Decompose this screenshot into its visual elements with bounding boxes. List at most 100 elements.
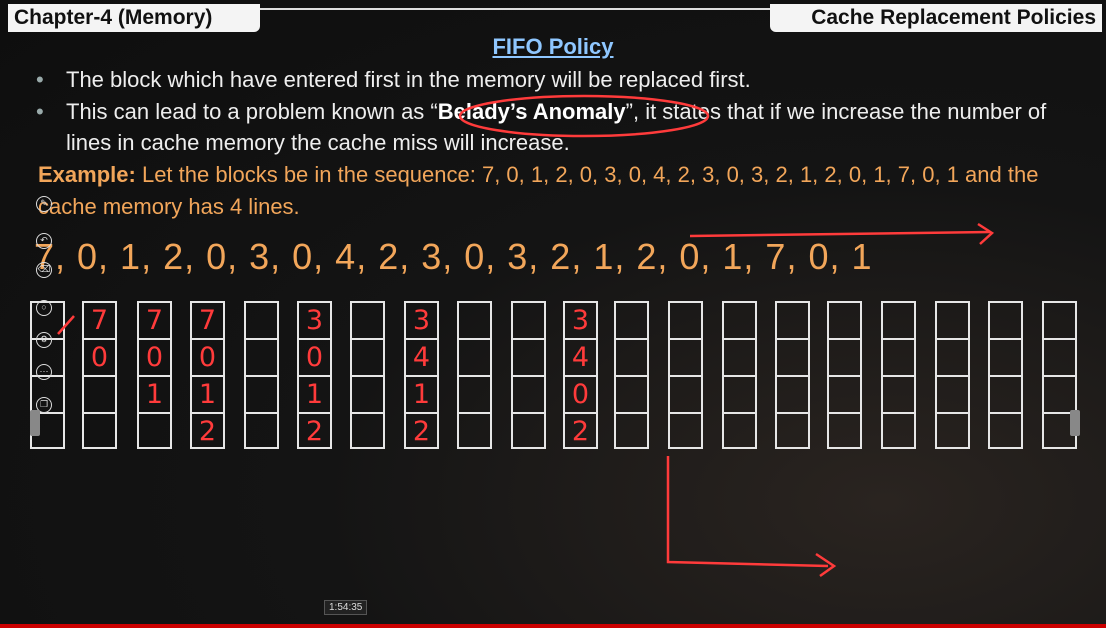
- cache-line-cell: 2: [571, 416, 590, 447]
- right-panel-tab[interactable]: [1070, 410, 1080, 436]
- topic-title: Cache Replacement Policies: [770, 4, 1102, 32]
- cache-line-cell: 0: [299, 340, 330, 377]
- cache-column: [457, 301, 492, 449]
- bullet-dot-icon: •: [36, 99, 44, 124]
- sequence-arrow-head: [977, 222, 995, 245]
- cache-line-cell: [84, 377, 115, 414]
- cache-line-cell: [32, 377, 63, 414]
- cache-line-cell: 3: [406, 303, 437, 340]
- cache-line-cell: [513, 303, 544, 340]
- cache-line-cell: 7: [139, 303, 170, 340]
- cache-column: [668, 301, 703, 449]
- example-text: Let the blocks be in the sequence: 7, 0,…: [38, 162, 1039, 219]
- example-paragraph: Example: Let the blocks be in the sequen…: [38, 159, 1088, 223]
- cache-column: [1042, 301, 1077, 449]
- cache-line-cell: 2: [412, 416, 431, 447]
- bullet-text: This can lead to a problem known as “Bel…: [66, 96, 1076, 158]
- cache-line-cell: 3: [299, 303, 330, 340]
- cache-line-cell: [937, 340, 968, 377]
- cache-line-cell: [616, 303, 647, 340]
- cache-line-cell: 4: [406, 340, 437, 377]
- undo-icon[interactable]: ↶: [36, 233, 52, 249]
- cache-line-cell: [352, 340, 383, 377]
- bullet-dot-icon: •: [36, 67, 44, 92]
- cache-column: [881, 301, 916, 449]
- cache-line-cell: [459, 377, 490, 414]
- cache-column: [244, 301, 279, 449]
- cache-line-cell: [777, 377, 808, 414]
- cache-line-cell: [670, 340, 701, 377]
- cache-column: [935, 301, 970, 449]
- chapter-title: Chapter-4 (Memory): [8, 4, 260, 32]
- cache-column: [827, 301, 862, 449]
- cache-line-cell: 1: [192, 377, 223, 414]
- bullet-post: ”, it states that if we increase the num…: [66, 99, 1047, 155]
- cache-line-cell: [990, 303, 1021, 340]
- start-tick-mark: [57, 315, 75, 335]
- cache-line-cell: [352, 377, 383, 414]
- copy-icon[interactable]: ❐: [36, 397, 52, 413]
- cache-column: [722, 301, 757, 449]
- progress-fill: [0, 624, 1106, 628]
- seek-timestamp: 1:54:35: [324, 600, 368, 615]
- cache-line-cell: [1044, 340, 1075, 377]
- cache-line-cell: 4: [565, 340, 596, 377]
- cache-line-cell: [1044, 303, 1075, 340]
- belady-circle-mark: [458, 94, 710, 138]
- bracket-arrow-head: [815, 552, 837, 578]
- cache-line-cell: 1: [406, 377, 437, 414]
- cache-line-cell: [724, 340, 755, 377]
- cache-line-cell: [883, 377, 914, 414]
- cache-line-cell: [829, 340, 860, 377]
- cache-line-cell: [990, 340, 1021, 377]
- cache-line-cell: 1: [139, 377, 170, 414]
- cache-line-cell: [990, 377, 1021, 414]
- progress-bar[interactable]: [0, 624, 1106, 628]
- eraser-icon[interactable]: ⌫: [36, 262, 52, 278]
- cache-line-cell: [246, 303, 277, 340]
- cache-column: [350, 301, 385, 449]
- cache-line-cell: 0: [84, 340, 115, 377]
- more-icon[interactable]: ⋯: [36, 364, 52, 380]
- belady-anomaly-term: Belady’s Anomaly: [437, 99, 626, 124]
- cache-column: [614, 301, 649, 449]
- bullet-text: The block which have entered first in th…: [66, 67, 751, 92]
- cache-line-cell: [616, 377, 647, 414]
- settings-icon[interactable]: ⚙: [36, 332, 52, 348]
- cache-line-cell: [724, 303, 755, 340]
- cache-line-cell: [670, 303, 701, 340]
- cache-line-cell: 7: [84, 303, 115, 340]
- cache-line-cell: [724, 377, 755, 414]
- left-panel-tab[interactable]: [30, 410, 40, 436]
- cache-line-cell: [1044, 377, 1075, 414]
- cache-line-cell: 2: [305, 416, 324, 447]
- shape-icon[interactable]: ○: [36, 300, 52, 316]
- cache-column: [511, 301, 546, 449]
- cache-line-cell: [883, 340, 914, 377]
- pen-tool-icon[interactable]: ✎: [36, 196, 52, 212]
- cache-line-cell: 2: [198, 416, 217, 447]
- cache-column: [775, 301, 810, 449]
- cache-line-cell: 3: [565, 303, 596, 340]
- cache-line-cell: [883, 303, 914, 340]
- cache-line-cell: [616, 340, 647, 377]
- cache-line-cell: 0: [565, 377, 596, 414]
- cache-line-cell: 1: [299, 377, 330, 414]
- cache-line-cell: [513, 340, 544, 377]
- cache-line-cell: [777, 340, 808, 377]
- cache-line-cell: [459, 303, 490, 340]
- cache-line-cell: [937, 377, 968, 414]
- cache-line-cell: [459, 340, 490, 377]
- cache-line-cell: 0: [139, 340, 170, 377]
- sequence-arrow-line: [689, 230, 991, 238]
- cache-line-cell: [777, 303, 808, 340]
- cache-line-cell: [670, 377, 701, 414]
